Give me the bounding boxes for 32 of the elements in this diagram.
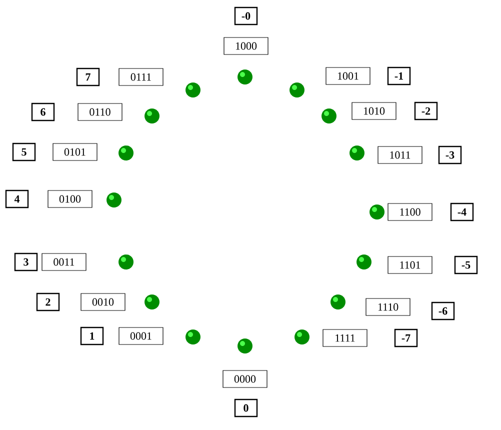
binary-box: 1000 [224, 37, 268, 55]
binary-box: 0100 [48, 190, 92, 208]
binary-box: 1011 [378, 146, 422, 164]
decimal-box: 7 [76, 68, 100, 86]
decimal-box: -4 [450, 202, 474, 222]
binary-box: 0111 [118, 68, 164, 86]
decimal-box: -5 [454, 256, 478, 274]
decimal-box: 1 [80, 326, 104, 346]
decimal-box: 2 [36, 292, 60, 312]
decimal-box: -7 [394, 328, 418, 348]
decimal-box: 4 [5, 190, 29, 208]
binary-box: 0110 [78, 103, 122, 121]
binary-box: 0001 [118, 327, 164, 345]
binary-box: 1100 [388, 203, 432, 221]
decimal-box: 0 [234, 398, 258, 418]
binary-box: 0000 [222, 370, 268, 388]
decimal-box: -2 [414, 102, 438, 120]
decimal-box: 3 [14, 252, 38, 272]
decimal-box: -0 [234, 6, 258, 26]
decimal-box: -3 [438, 146, 462, 164]
decimal-box: 5 [12, 142, 36, 162]
binary-box: 1111 [322, 329, 368, 347]
binary-box: 1110 [366, 298, 410, 316]
binary-box: 0010 [80, 293, 126, 311]
binary-box: 0011 [42, 253, 86, 271]
decimal-box: 6 [31, 102, 55, 122]
decimal-box: -1 [387, 66, 411, 86]
binary-box: 1101 [388, 256, 432, 274]
binary-box: 1010 [352, 102, 396, 120]
binary-box: 0101 [52, 143, 98, 161]
decimal-box: -6 [431, 302, 455, 320]
binary-box: 1001 [326, 67, 370, 85]
